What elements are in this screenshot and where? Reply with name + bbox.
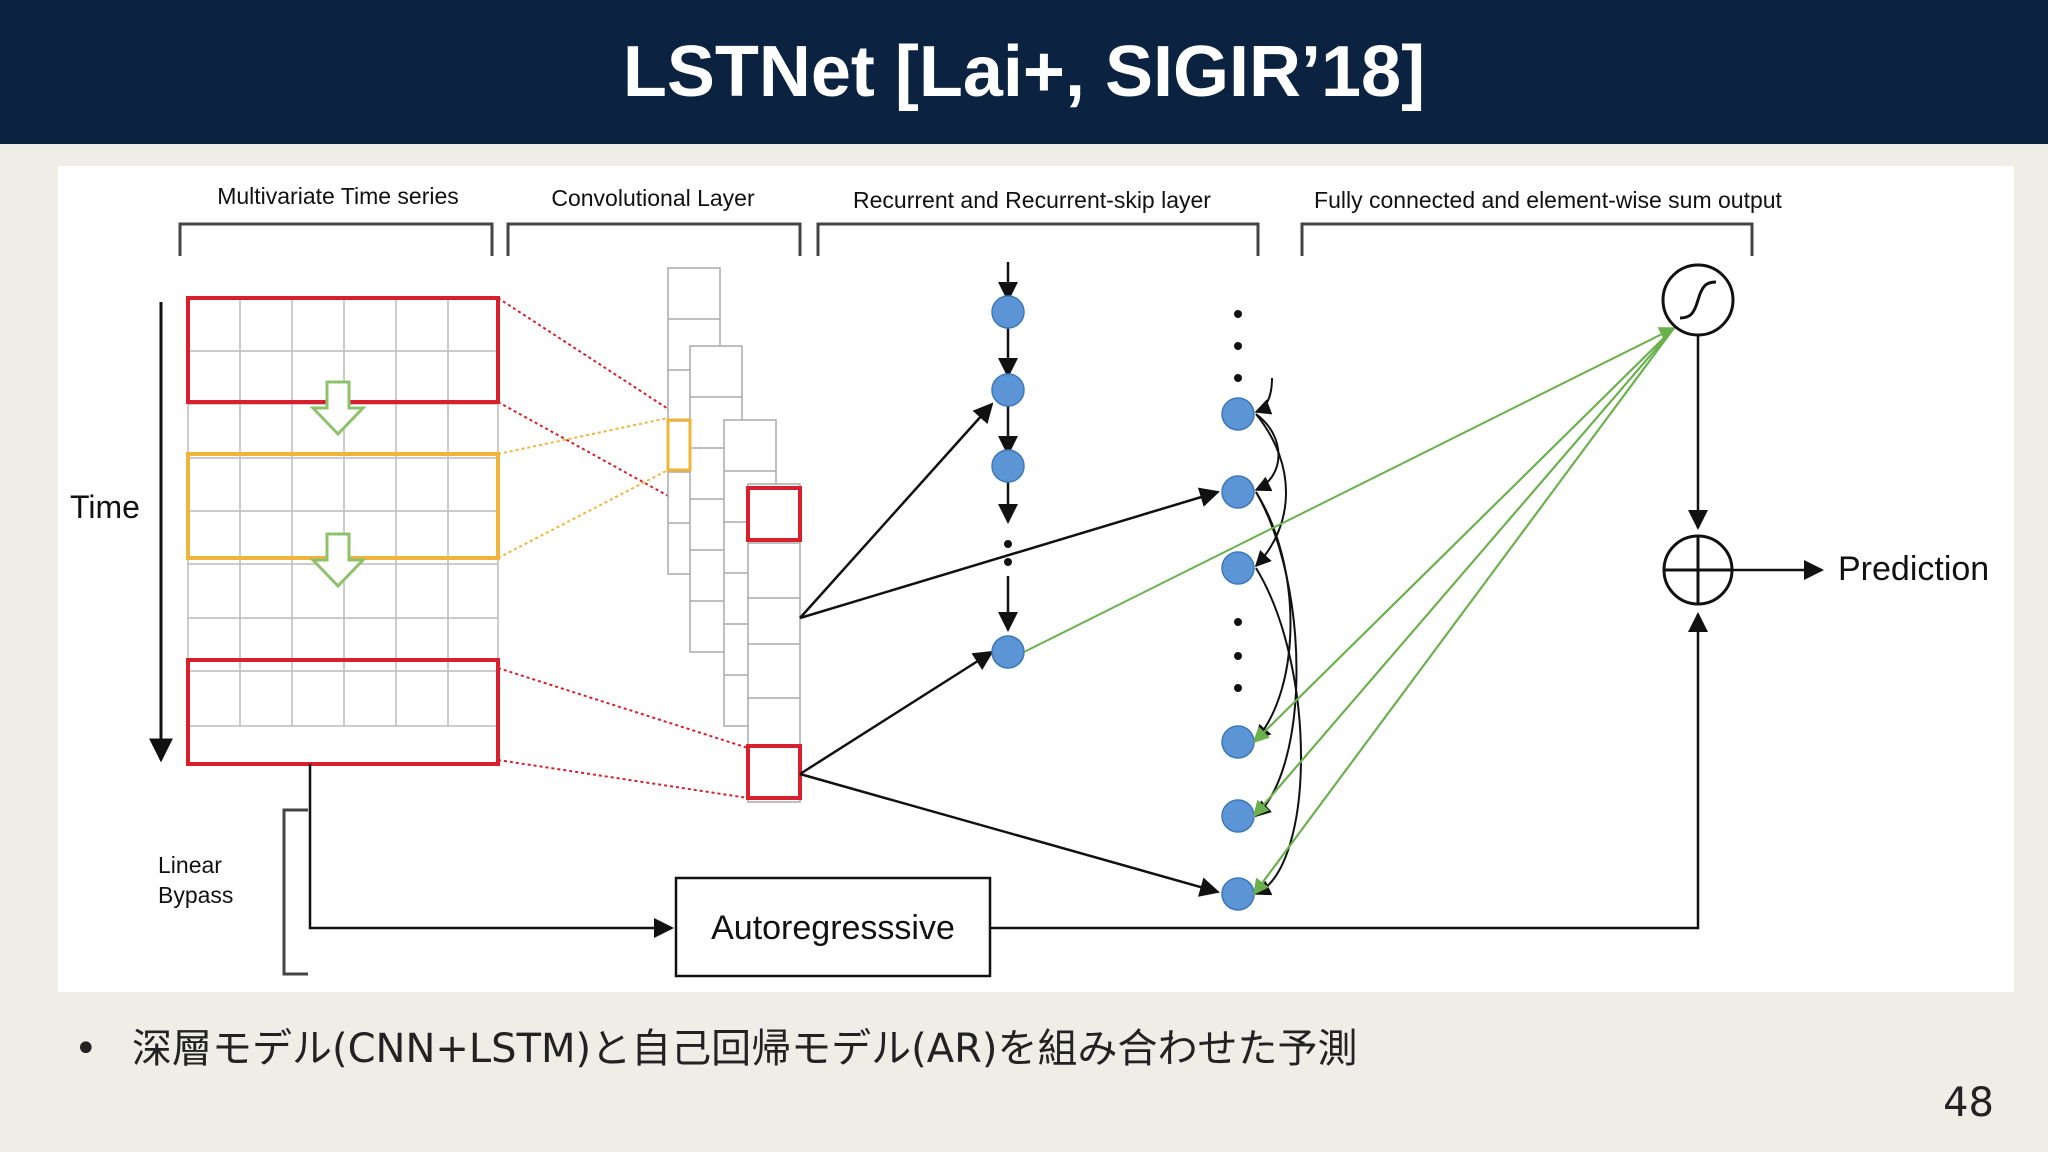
bypass-label-line2: Bypass — [158, 882, 233, 908]
sigmoid-icon — [1661, 263, 1735, 337]
input-grid — [187, 297, 499, 727]
skip-node — [1221, 725, 1255, 759]
prediction-label: Prediction — [1838, 550, 1989, 588]
architecture-diagram: Multivariate Time series Convolutional L… — [70, 183, 1989, 978]
time-label: Time — [70, 489, 140, 525]
page-number: 48 — [1943, 1080, 1994, 1126]
conv-cell-highlight-orange — [666, 418, 692, 472]
recurrent-node — [991, 449, 1025, 483]
skip-node — [1221, 397, 1255, 431]
bypass-arrow — [308, 764, 674, 938]
skip-node — [1221, 877, 1255, 911]
recurrent-nodes — [991, 295, 1025, 669]
ar-to-sum-arrow — [990, 612, 1708, 930]
input-window-bottom — [186, 658, 500, 766]
autoregressive-label: Autoregresssive — [711, 909, 955, 947]
section-label-conv: Convolutional Layer — [551, 185, 755, 211]
skip-node — [1221, 551, 1255, 585]
skip-node — [1221, 799, 1255, 833]
lstnet-architecture-figure: Multivariate Time series Convolutional L… — [58, 166, 2014, 992]
conv-cell-highlight-red — [746, 744, 802, 800]
bypass-label-line1: Linear — [158, 852, 222, 878]
recurrent-node — [991, 295, 1025, 329]
conv-feature-maps — [667, 267, 801, 803]
slide-down-arrow-icon — [309, 532, 367, 589]
skip-nodes — [1221, 397, 1255, 911]
section-label-output: Fully connected and element-wise sum out… — [1314, 187, 1783, 213]
recurrent-node — [991, 635, 1025, 669]
sum-icon — [1662, 534, 1734, 606]
section-label-input: Multivariate Time series — [217, 183, 459, 209]
skip-connection-arcs — [1254, 377, 1302, 896]
slide-down-arrow-icon — [309, 380, 367, 437]
bullet-marker: • — [74, 1026, 98, 1072]
recurrent-node — [991, 373, 1025, 407]
slide-title: LSTNet [Lai+, SIGIR’18] — [622, 32, 1426, 112]
conv-to-recurrent-arrows — [799, 402, 1220, 897]
autoregressive-box — [674, 876, 992, 978]
bullet-text: 深層モデル(CNN+LSTM)と自己回帰モデル(AR)を組み合わせた予測 — [132, 1026, 1358, 1072]
title-bar: LSTNet [Lai+, SIGIR’18] — [0, 0, 2048, 144]
conv-cell-highlight-red — [746, 486, 802, 542]
skip-node — [1221, 475, 1255, 509]
bypass-bracket — [282, 808, 308, 976]
fc-green-arrows — [1023, 327, 1676, 896]
bullet-item: • 深層モデル(CNN+LSTM)と自己回帰モデル(AR)を組み合わせた予測 — [74, 1016, 1974, 1074]
skip-ellipsis — [1234, 310, 1242, 692]
section-brackets — [178, 222, 1754, 256]
section-label-recurrent: Recurrent and Recurrent-skip layer — [853, 187, 1211, 213]
recurrent-ellipsis — [1004, 540, 1012, 566]
